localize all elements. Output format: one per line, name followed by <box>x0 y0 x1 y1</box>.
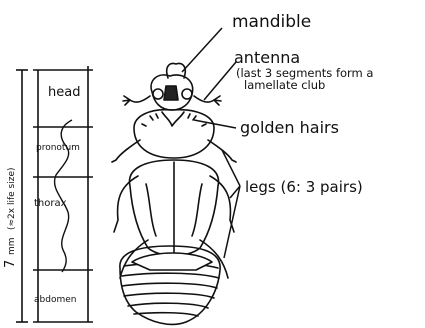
left-middle-leg <box>114 176 138 232</box>
beetle-body <box>112 64 236 325</box>
label-head: head <box>48 85 80 100</box>
golden-hairs-patch <box>162 112 184 126</box>
legs-pointer-hind <box>224 186 240 258</box>
life-size-note: (≈2x life size) <box>7 168 17 231</box>
pronotum-shape <box>134 110 214 158</box>
left-antenna-club <box>123 96 130 105</box>
right-antenna-club <box>214 96 221 105</box>
label-pronotum: pronotum <box>36 143 80 153</box>
label-mandible: mandible <box>232 12 311 32</box>
label-legs: legs (6: 3 pairs) <box>245 178 363 196</box>
label-golden-hairs: golden hairs <box>240 118 339 137</box>
left-eye <box>153 89 163 99</box>
right-eye <box>182 89 192 99</box>
legs-pointer-front <box>222 150 240 186</box>
label-thorax: thorax <box>34 198 67 209</box>
left-front-leg <box>112 140 140 162</box>
antenna-pointer <box>204 62 236 100</box>
mouthparts <box>164 86 178 100</box>
golden-hairs-pointer <box>194 120 236 128</box>
label-antenna-note-2: lamellate club <box>244 78 325 92</box>
scale-unit: mm <box>7 237 17 255</box>
abdomen-plate <box>132 253 212 270</box>
label-antenna: antenna <box>234 48 300 67</box>
mandible-pointer <box>182 28 222 72</box>
scale-value: 7 <box>3 260 18 268</box>
scale-bar <box>16 70 28 322</box>
region-ruler <box>33 66 93 322</box>
right-middle-leg <box>210 176 234 232</box>
label-abdomen: abdomen <box>34 295 76 305</box>
left-antenna <box>130 96 150 102</box>
